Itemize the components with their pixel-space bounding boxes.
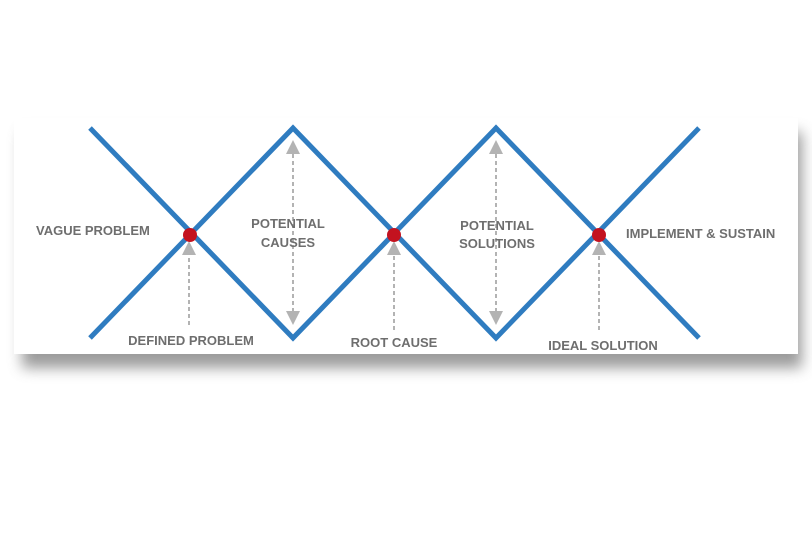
vague-problem-label: VAGUE PROBLEM bbox=[36, 223, 150, 238]
root-cause-label: ROOT CAUSE bbox=[351, 335, 438, 350]
potential-causes-label-line2: CAUSES bbox=[261, 235, 316, 250]
potential-causes-label-line1: POTENTIAL bbox=[251, 216, 325, 231]
potential-solutions-label-line1: POTENTIAL bbox=[460, 218, 534, 233]
defined-problem-node bbox=[183, 228, 197, 242]
ideal-solution-label: IDEAL SOLUTION bbox=[548, 338, 658, 353]
root-cause-node bbox=[387, 228, 401, 242]
ideal-solution-node bbox=[592, 228, 606, 242]
potential-solutions-label-line2: SOLUTIONS bbox=[459, 236, 535, 251]
defined-problem-label: DEFINED PROBLEM bbox=[128, 333, 254, 348]
implement-sustain-label: IMPLEMENT & SUSTAIN bbox=[626, 226, 775, 241]
